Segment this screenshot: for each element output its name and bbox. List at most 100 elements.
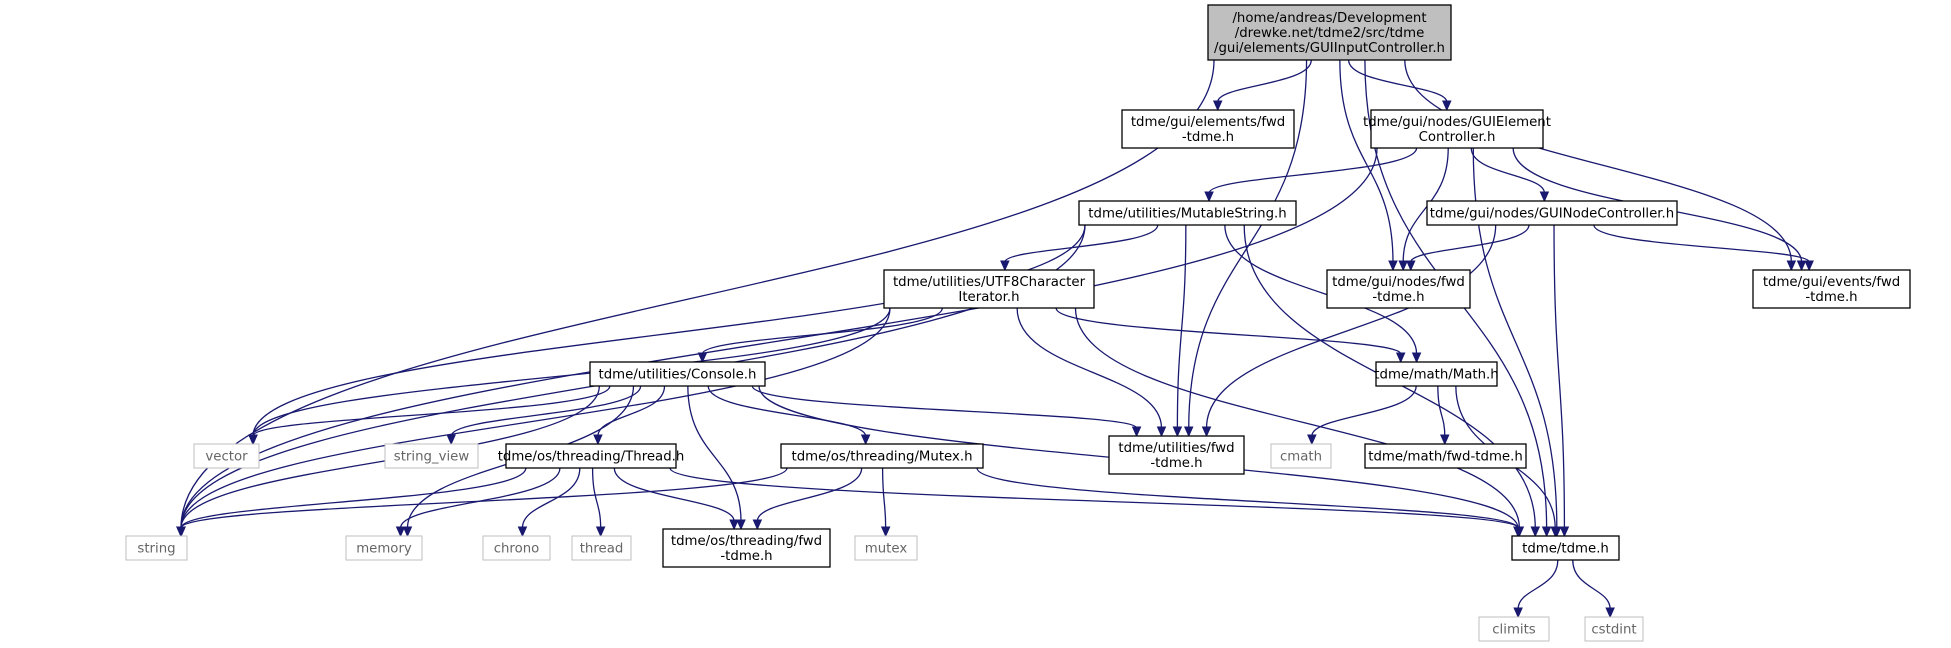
node-math[interactable]: tdme/math/Math.h [1374,361,1499,387]
node-thr-fwd[interactable]: tdme/os/threading/fwd-tdme.h [662,528,831,568]
node-events-fwd[interactable]: tdme/gui/events/fwd-tdme.h [1752,269,1911,309]
edge-console-to-thr-fwd [687,385,742,522]
node-math-fwd[interactable]: tdme/math/fwd-tdme.h [1364,443,1527,469]
arrowhead [1212,100,1223,112]
arrowhead [1442,100,1452,112]
arrowhead [1131,426,1142,438]
node-label-line: tdme/utilities/fwd [1118,441,1234,456]
arrowhead [880,526,891,538]
arrowhead [1539,191,1550,203]
node-memory: memory [345,535,423,561]
edge-gnc-to-tdme [1553,224,1566,529]
node-chrono: chrono [482,535,551,561]
node-gnc[interactable]: tdme/gui/nodes/GUINodeController.h [1426,200,1678,226]
edge-mstr-to-math [1224,224,1418,355]
edge-root-to-events-fwd [1404,59,1792,263]
node-box [571,535,632,561]
node-label-line: -tdme.h [1182,130,1234,145]
arrowhead [517,526,528,538]
node-label-line: /drewke.net/tdme2/src/tdme [1235,26,1425,41]
arrowhead [1541,526,1552,538]
arrowhead [1550,526,1560,538]
edge-mstr-to-utf8 [1004,224,1159,263]
arrowhead [1530,526,1541,538]
edge-thread-h-to-string [180,467,527,529]
arrowhead [1395,352,1406,364]
node-mstr[interactable]: tdme/utilities/MutableString.h [1078,200,1297,226]
edge-utf8-to-math [1055,307,1402,355]
edge-root-to-util-fwd [1188,59,1308,429]
node-box [883,269,1095,309]
edge-thread-h-to-thr-fwd [613,467,735,522]
arrowhead [729,519,739,531]
node-label-line: tdme/gui/events/fwd [1763,275,1900,290]
edge-mutex-h-to-thr-fwd [756,467,863,522]
edge-tdme-to-cstdint [1572,559,1611,610]
arrowhead [176,526,186,538]
node-box [854,535,918,561]
edges-layer [176,59,1814,619]
nodes-layer: /home/andreas/Development/drewke.net/tdm… [125,4,1911,642]
edge-gnc-to-events-fwd [1593,224,1810,263]
node-mutex-h[interactable]: tdme/os/threading/Mutex.h [780,443,984,469]
node-box [193,443,260,469]
edge-mutex-h-to-mutex [881,467,887,529]
node-string: string [125,535,188,561]
node-box [505,443,677,469]
node-label-line: tdme/gui/elements/fwd [1131,115,1285,130]
edge-root-to-elem-fwd [1217,59,1312,103]
edge-mutex-h-to-tdme [976,467,1519,529]
node-label-line: vector [205,450,248,465]
edge-console-to-mutex-h [707,385,867,437]
node-box [1752,269,1911,309]
node-label-line: tdme/gui/nodes/GUIElement [1363,115,1551,130]
arrowhead [593,434,603,446]
node-util-fwd[interactable]: tdme/utilities/fwd-tdme.h [1108,435,1245,475]
arrowhead [1388,260,1398,272]
node-label-line: -tdme.h [1372,290,1424,305]
node-console[interactable]: tdme/utilities/Console.h [589,361,766,387]
node-label-line: /gui/elements/GUIInputController.h [1214,41,1445,56]
arrowhead [752,519,763,531]
node-label-line: -tdme.h [1150,456,1202,471]
node-box [1108,435,1245,475]
node-label-line: tdme/gui/nodes/fwd [1332,275,1465,290]
edge-mstr-to-vector [252,224,1086,437]
node-elem-fwd[interactable]: tdme/gui/elements/fwd-tdme.h [1121,109,1295,149]
arrowhead [1411,352,1422,364]
edge-utf8-to-console [701,307,943,355]
arrowhead [1440,434,1450,446]
node-cstdint: cstdint [1584,616,1644,642]
node-nodes-fwd[interactable]: tdme/gui/nodes/fwd-tdme.h [1326,269,1471,309]
node-box [1121,109,1295,149]
arrowhead [1307,434,1317,446]
arrowhead [697,352,708,364]
arrowhead [595,526,606,538]
arrowhead [1172,426,1183,438]
node-root[interactable]: /home/andreas/Development/drewke.net/tdm… [1207,4,1452,61]
edge-mutex-h-to-string [180,467,788,529]
arrowhead [1804,260,1814,272]
node-box [780,443,984,469]
arrowhead [1559,526,1570,538]
edge-root-to-nodes-fwd [1339,59,1394,263]
node-label-line: tdme/os/threading/Thread.h [498,450,685,465]
node-label-line: tdme/math/fwd-tdme.h [1368,450,1523,465]
node-box [1364,443,1527,469]
node-box [1584,616,1644,642]
node-label-line: -tdme.h [1805,290,1857,305]
edge-utf8-to-util-fwd [1016,307,1163,429]
node-tdme[interactable]: tdme/tdme.h [1511,535,1620,561]
node-label-line: chrono [494,542,540,557]
arrowhead [1201,426,1212,438]
arrowhead [1406,260,1416,272]
edge-gec-to-gnc [1470,147,1546,194]
node-box [1207,4,1452,61]
node-climits: climits [1478,616,1550,642]
edge-utf8-to-vector [252,307,891,437]
edge-thread-h-to-tdme [669,467,1519,529]
node-thread-h[interactable]: tdme/os/threading/Thread.h [498,443,685,469]
node-box [1478,616,1550,642]
